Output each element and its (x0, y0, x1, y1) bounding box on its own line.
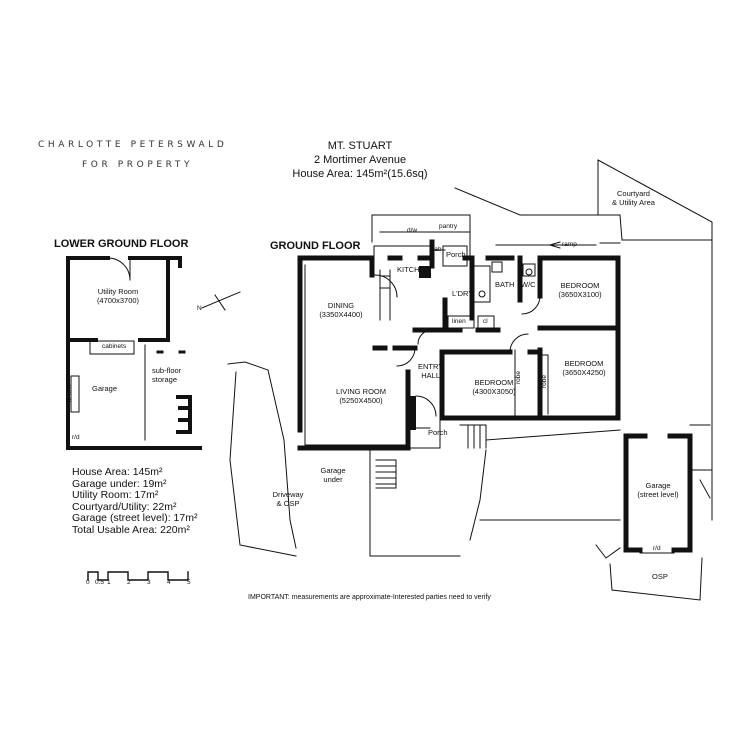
disclaimer: IMPORTANT: measurements are approximate-… (248, 594, 491, 601)
bath-label: BATH (495, 280, 515, 289)
utility-room-label: Utility Room(4700x3700) (96, 287, 140, 305)
lower-stair (176, 395, 192, 434)
robe-1-label: robe (515, 370, 523, 385)
north-arrow (201, 291, 241, 311)
garage-label: Garage (92, 384, 118, 393)
ground-floor-walls (297, 239, 621, 451)
property-name: MT. STUART (327, 140, 393, 152)
courtyard-label: Courtyard& Utility Area (612, 189, 655, 207)
ground-floor-heading: GROUND FLOOR (270, 240, 361, 252)
street-garage-walls (623, 433, 693, 553)
wc-label: W/C (521, 280, 536, 289)
scale-label-5: 5 (187, 579, 191, 586)
property-address: 2 Mortimer Avenue (313, 154, 407, 166)
scale-label-1: 1 (107, 579, 111, 586)
area-courtyard: Courtyard/Utility: 22m² (72, 500, 177, 513)
living-room-label: LIVING ROOM(5250X4500) (335, 387, 386, 405)
bedroom-1-label: BEDROOM(3650X3100) (558, 281, 602, 299)
brand-line-1: CHARLOTTE PETERSWALD (38, 140, 228, 150)
scale-label-4: 4 (167, 579, 171, 586)
lower-ground-heading: LOWER GROUND FLOOR (54, 238, 189, 250)
lower-ground-walls (66, 256, 202, 450)
scale-label-0: 0 (86, 579, 90, 586)
cabinets-block (89, 340, 135, 355)
bench-block (70, 375, 80, 413)
osp-label: OSP (652, 572, 668, 581)
porch-top-label: Porch (446, 250, 466, 259)
laundry-label: L'DRY (452, 289, 474, 298)
area-total: Total Usable Area: 220m² (72, 523, 190, 536)
door-swing (107, 257, 131, 281)
site-outline (227, 159, 713, 601)
bedroom-3-label: BEDROOM(4300X3050) (472, 378, 516, 396)
area-house: House Area: 145m² (72, 466, 163, 478)
porch-bottom-label: Porch (428, 428, 448, 437)
area-garage-under: Garage under: 19m² (72, 477, 167, 490)
scale-label-05: 0.5 (95, 579, 105, 586)
street-garage-label: Garage(street level) (637, 481, 679, 499)
scale-bar (87, 571, 189, 581)
dishwasher-label: d/w (407, 227, 418, 234)
brand-line-2: FOR PROPERTY (82, 160, 194, 170)
house-area-header: House Area: 145m²(15.6sq) (292, 168, 428, 180)
kitchen-label: KITCHEN (397, 265, 430, 274)
scale-label-2: 2 (127, 579, 131, 586)
driveway-label: Driveway& OSP (272, 490, 304, 508)
bench-label: bench (66, 384, 74, 403)
dining-label: DINING(3350X4400) (319, 301, 363, 319)
bedroom-2-label: BEDROOM(3650X4250) (562, 359, 606, 377)
area-street-garage: Garage (street level): 17m² (72, 512, 198, 525)
cabinets-label: cabinets (102, 343, 127, 350)
scale-label-3: 3 (147, 579, 151, 586)
ramp-label: ramp (562, 241, 577, 248)
roller-door-label: r/d (72, 434, 80, 441)
street-roller-door-label: r/d (653, 545, 661, 552)
north-label: N (197, 305, 202, 312)
pantry-label: pantry (439, 223, 458, 230)
area-utility: Utility Room: 17m² (72, 489, 159, 502)
robe-2-label: robe (541, 374, 549, 389)
linen-label: linen (452, 318, 466, 325)
cab-label: cab (431, 246, 442, 253)
cupboard-label: cl (483, 318, 488, 325)
area-summary: House Area: 145m² Garage under: 19m² Uti… (72, 466, 198, 537)
